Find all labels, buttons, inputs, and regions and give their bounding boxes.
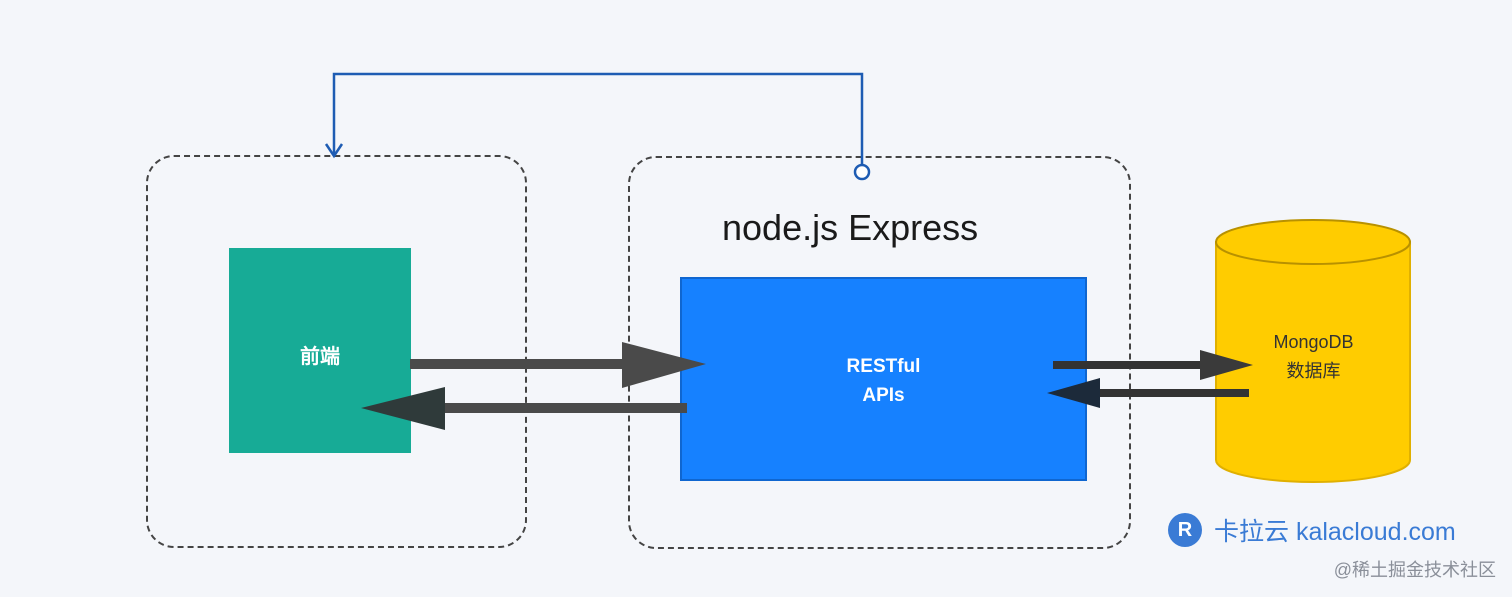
frontend-to-api-arrow xyxy=(410,342,706,388)
database-label-line2: 数据库 xyxy=(1286,361,1341,381)
database-cylinder xyxy=(1215,219,1411,483)
frontend-node xyxy=(229,248,411,453)
database-label: MongoDB 数据库 xyxy=(1216,328,1411,386)
feedback-connector xyxy=(324,72,871,181)
brand: R 卡拉云 kalacloud.com xyxy=(1168,512,1456,548)
api-label-line1: RESTful xyxy=(846,356,921,377)
frontend-label: 前端 xyxy=(300,346,340,368)
api-node xyxy=(680,277,1087,481)
database-to-api-arrow xyxy=(1047,378,1249,408)
api-label-line2: APIs xyxy=(862,385,905,406)
api-label: RESTful APIs xyxy=(680,352,1087,410)
brand-text: 卡拉云 kalacloud.com xyxy=(1214,518,1456,546)
api-to-database-arrow xyxy=(1053,350,1253,380)
brand-logo-icon: R xyxy=(1168,513,1202,547)
database-label-line1: MongoDB xyxy=(1273,332,1354,352)
frontend-boundary xyxy=(146,155,527,548)
watermark: @稀土掘金技术社区 xyxy=(1333,560,1496,580)
server-title: node.js Express xyxy=(722,207,979,248)
api-to-frontend-arrow xyxy=(361,387,687,430)
